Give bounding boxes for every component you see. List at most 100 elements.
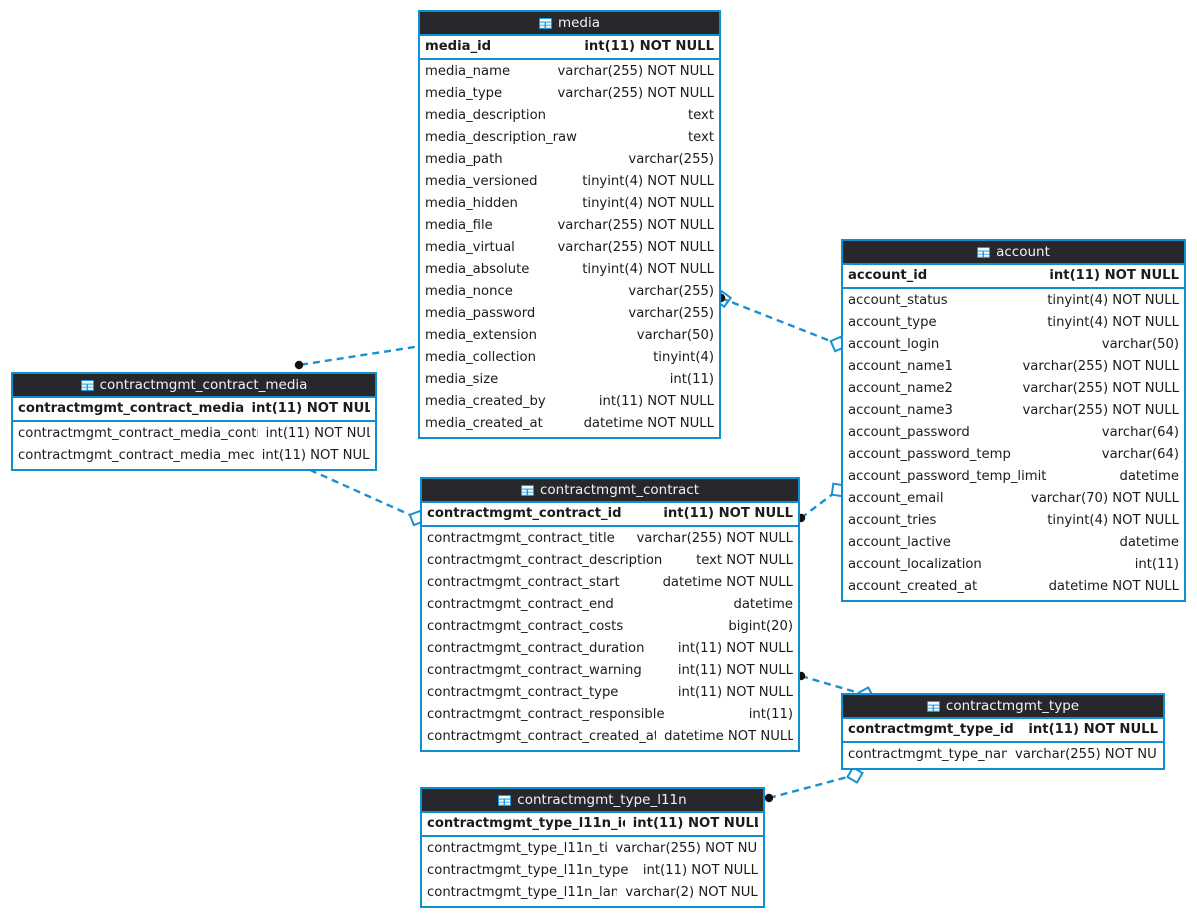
entity-title: account xyxy=(996,244,1050,260)
entity-header-account[interactable]: account xyxy=(843,241,1184,263)
attribute-name: media_path xyxy=(425,152,503,167)
attribute-type: int(11) NOT NULL xyxy=(677,663,793,678)
attribute-name: account_email xyxy=(848,491,944,506)
entity-header-contractmgmt_type_l11n[interactable]: contractmgmt_type_l11n xyxy=(422,789,763,811)
attribute-name: contractmgmt_type_name xyxy=(848,747,1008,762)
attribute-type: varchar(255) NOT NULL xyxy=(557,86,715,101)
attribute-type: int(11) NOT NULL xyxy=(1028,722,1158,737)
attribute-type: varchar(255) NOT NULL xyxy=(1015,747,1158,762)
entity-header-contractmgmt_contract[interactable]: contractmgmt_contract xyxy=(422,479,798,501)
attribute-name: account_tries xyxy=(848,513,937,528)
entity-header-contractmgmt_type[interactable]: contractmgmt_type xyxy=(843,695,1163,717)
attribute-name: contractmgmt_contract_warning xyxy=(427,663,642,678)
attribute-type: datetime NOT NULL xyxy=(583,416,714,431)
attribute-row[interactable]: media_description_raw text xyxy=(420,127,719,149)
attribute-name: media_id xyxy=(425,39,492,54)
relationship-endpoint-dot xyxy=(764,793,774,803)
relationship-media-to-account xyxy=(716,293,847,353)
entity-header-media[interactable]: media xyxy=(420,12,719,34)
attribute-type: int(11) NOT NULL xyxy=(1049,268,1179,283)
attribute-row[interactable]: contractmgmt_type_name varchar(255) NOT N… xyxy=(843,744,1163,766)
attribute-type: varchar(255) NOT NULL xyxy=(615,841,758,856)
attribute-row[interactable]: contractmgmt_contract_warning int(11) NOT… xyxy=(422,660,798,682)
table-icon xyxy=(926,700,940,712)
attribute-row[interactable]: media_name varchar(255) NOT NULL xyxy=(420,61,719,83)
primary-key-row[interactable]: contractmgmt_type_id int(11) NOT NULL xyxy=(843,717,1163,743)
attribute-name: media_collection xyxy=(425,350,536,365)
attribute-type: varchar(50) xyxy=(1101,337,1179,352)
attribute-name: contractmgmt_type_l11n_type xyxy=(427,863,629,878)
attribute-type: text xyxy=(687,130,714,145)
entity-contractmgmt_type[interactable]: contractmgmt_type contractmgmt_type_id int… xyxy=(841,693,1165,770)
relationship-line xyxy=(768,773,856,800)
attribute-name: contractmgmt_type_id xyxy=(848,722,1014,737)
attribute-type: int(11) xyxy=(669,372,714,387)
attribute-row: contractmgmt_type_id int(11) NOT NULL xyxy=(843,719,1163,741)
attribute-type: varchar(255) NOT NULL xyxy=(557,64,715,79)
entity-title: contractmgmt_type xyxy=(945,698,1080,714)
attribute-name: media_description_raw xyxy=(425,130,577,145)
attribute-name: media_name xyxy=(425,64,511,79)
entity-header-contractmgmt_contract_media[interactable]: contractmgmt_contract_media xyxy=(13,374,375,396)
attribute-name: contractmgmt_contract_responsible xyxy=(427,707,665,722)
